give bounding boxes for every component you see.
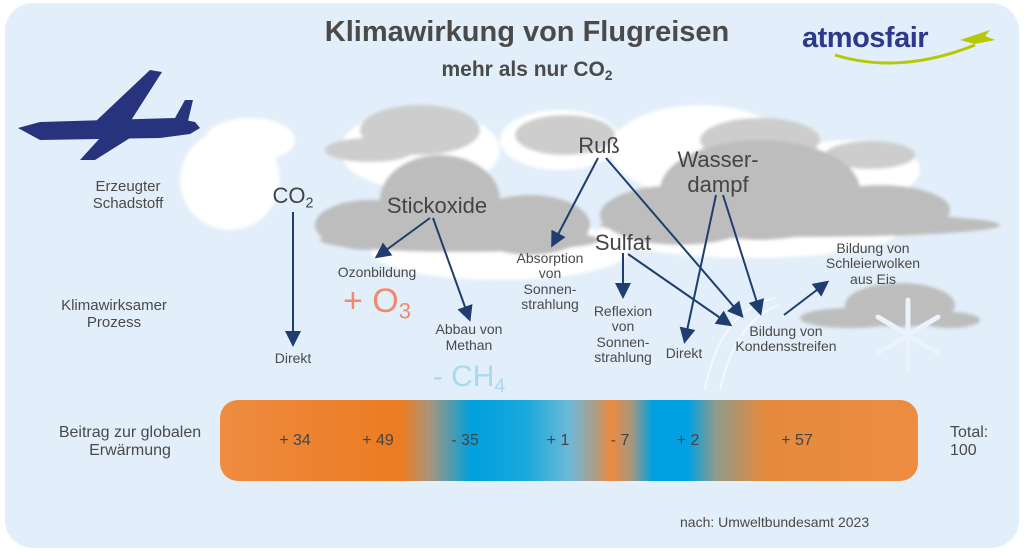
- total-value: Total:100: [950, 424, 989, 460]
- subtitle-text: mehr als nur CO: [441, 58, 605, 81]
- arrows: [285, 157, 830, 347]
- process-ozone: Ozonbildung: [337, 264, 417, 280]
- process-water-direct: Direkt: [665, 345, 703, 361]
- contribution-ozone: + 49: [362, 432, 394, 449]
- airplane-icon: [18, 70, 200, 160]
- ozone-symbol: + O3: [342, 282, 412, 324]
- methane-symbol: - CH4: [432, 360, 506, 397]
- logo-swoosh-icon: [834, 30, 995, 65]
- contribution-sulfate: - 7: [610, 432, 630, 449]
- contribution-water: + 2: [676, 432, 700, 449]
- contribution-bar: [220, 400, 918, 481]
- atmosfair-logo: atmosfair: [802, 22, 929, 54]
- pollutant-nox: Stickoxide: [386, 193, 488, 218]
- clouds: [180, 105, 1000, 328]
- source-note: nach: Umweltbundesamt 2023: [680, 514, 870, 530]
- snowflake-icon: [875, 297, 941, 373]
- pollutant-water-vapor: Wasser-dampf: [677, 147, 759, 198]
- page-title: Klimawirkung von Flugreisen: [324, 16, 730, 48]
- contribution-co2: + 34: [279, 432, 311, 449]
- subtitle-subscript: 2: [604, 68, 613, 84]
- pollutant-sulfate: Sulfat: [594, 230, 652, 255]
- page-subtitle: mehr als nur CO2: [442, 58, 613, 84]
- pollutant-soot: Ruß: [578, 133, 620, 158]
- contribution-contrails: + 57: [781, 432, 813, 449]
- process-co2-direct: Direkt: [274, 350, 312, 366]
- contribution-soot: + 1: [546, 432, 570, 449]
- pollutant-co2: CO2: [272, 183, 314, 212]
- contribution-methane: - 35: [451, 432, 479, 449]
